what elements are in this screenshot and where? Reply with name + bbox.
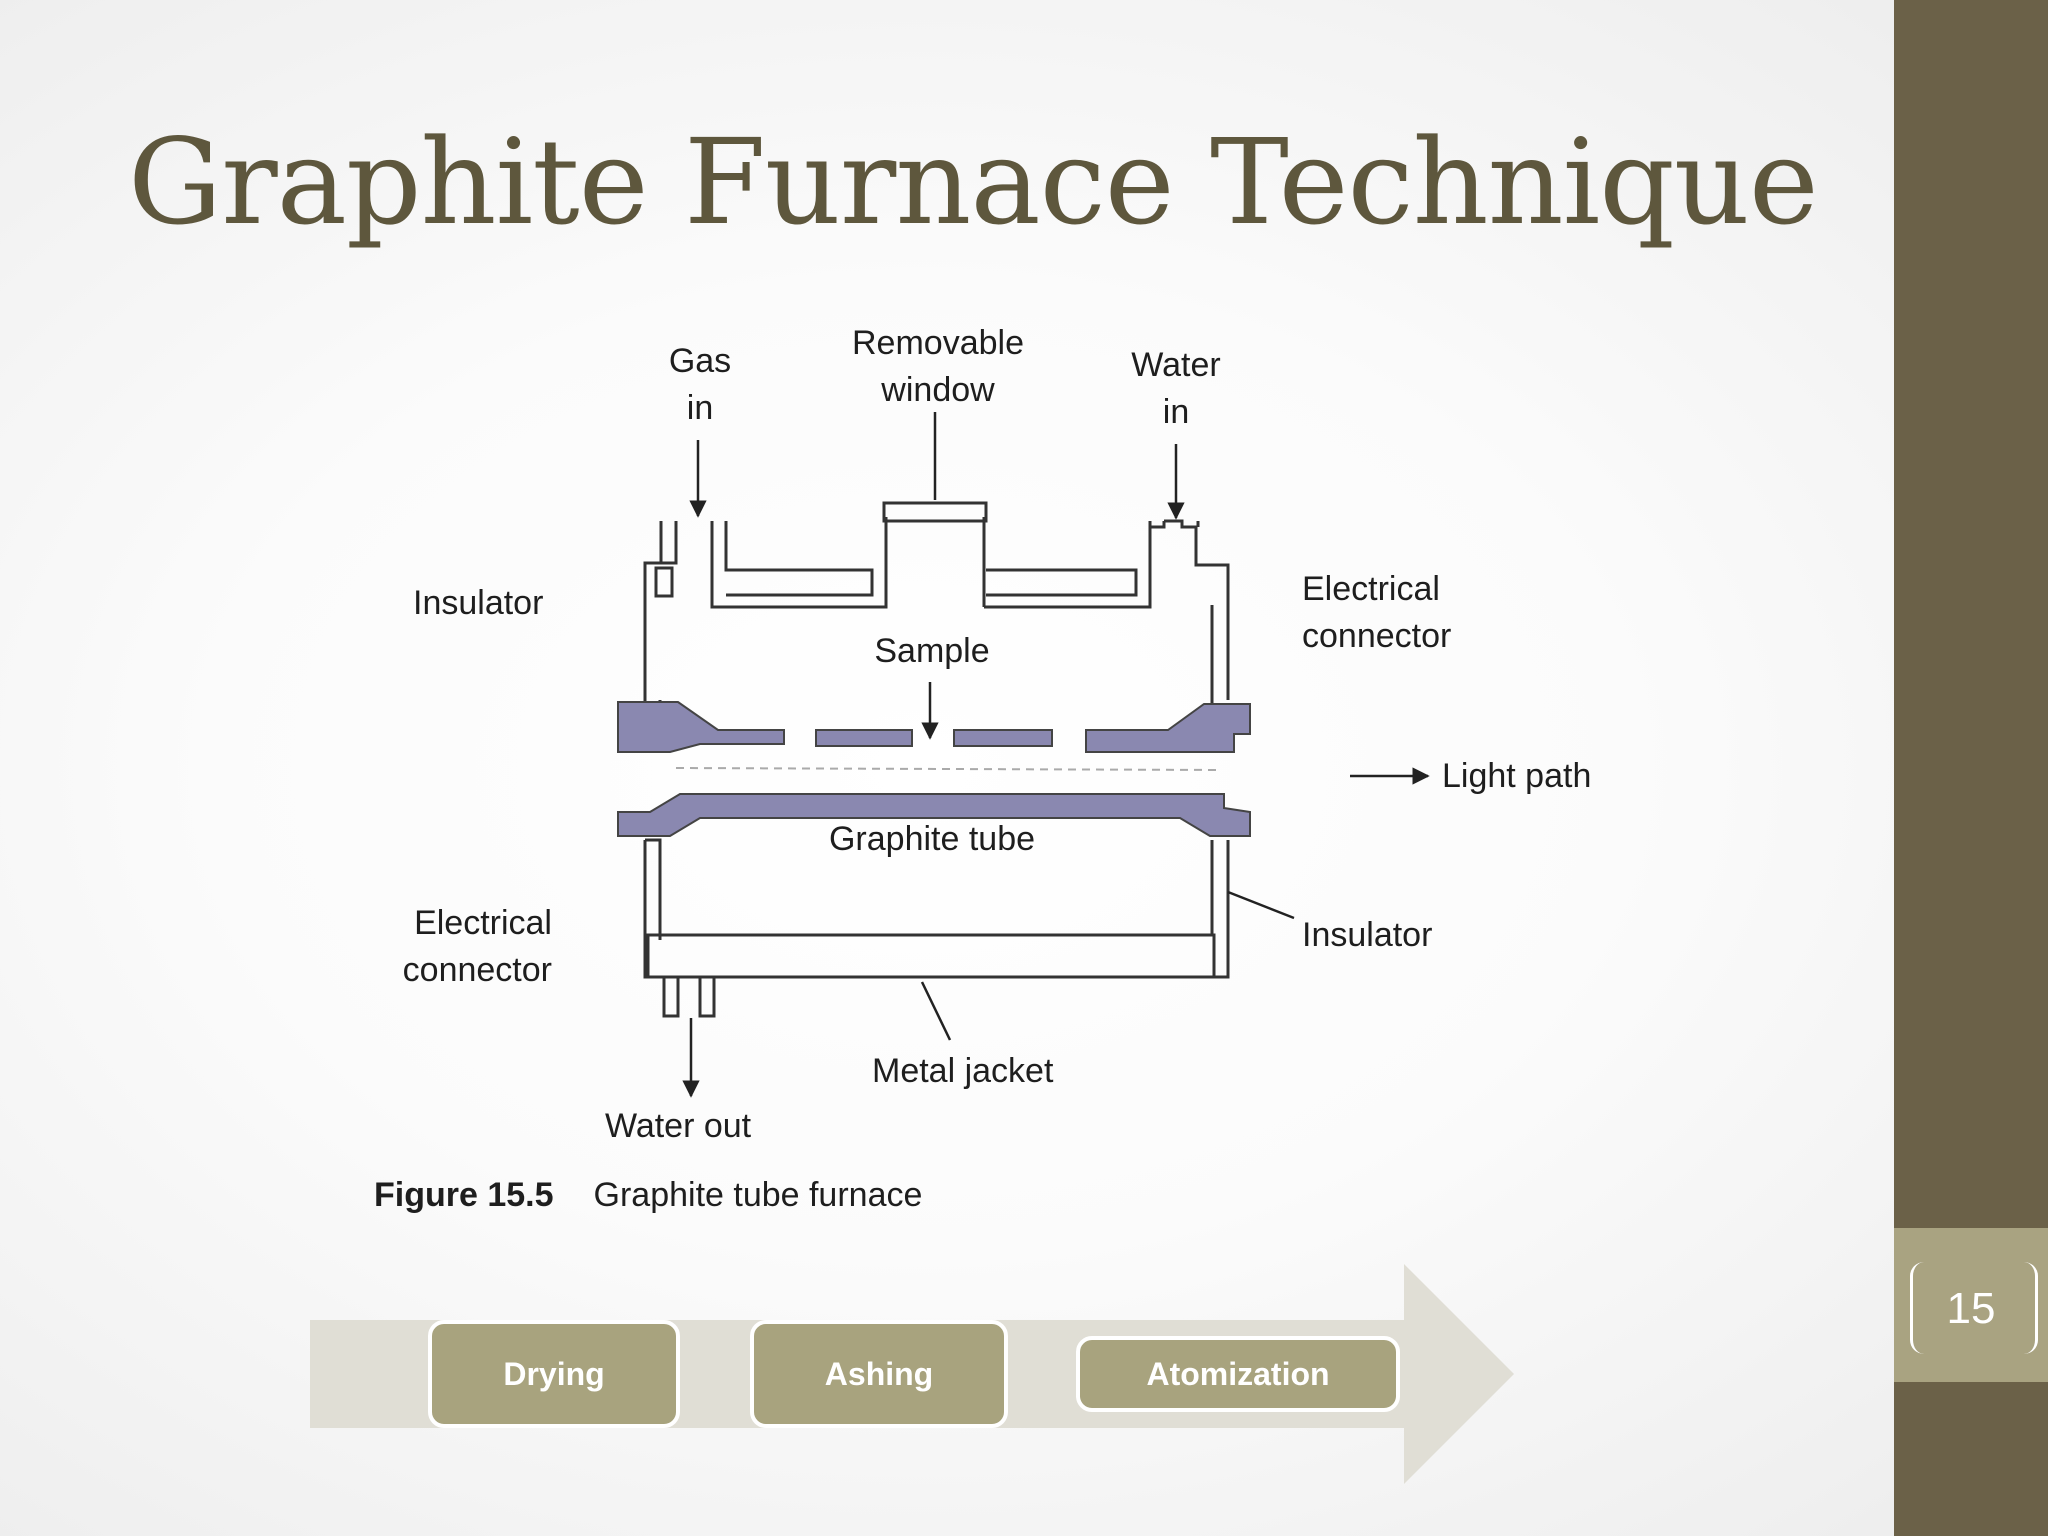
figure-caption: Figure 15.5 Graphite tube furnace [374, 1176, 922, 1215]
metal-jacket-leader [920, 981, 952, 1041]
upper-jacket-left [710, 517, 888, 609]
graphite-tube-upper-right [1085, 703, 1251, 753]
water-outlet [698, 977, 716, 1018]
page-number: 15 [1946, 1284, 1996, 1333]
metal-jacket-chamber [646, 933, 1216, 979]
gas-inlet-block [654, 566, 674, 598]
label-electrical-connector-left: Electrical connector [402, 904, 552, 989]
water-inlet [1148, 519, 1230, 700]
label-removable-window: Removable window [852, 324, 1024, 409]
label-metal-jacket: Metal jacket [872, 1052, 1054, 1090]
graphite-tube-lower [617, 793, 1251, 837]
caption-text: Graphite tube furnace [593, 1176, 923, 1214]
label-gas-in: Gas in [668, 342, 732, 427]
label-light-path: Light path [1442, 757, 1592, 795]
removable-window [882, 501, 988, 523]
slide-title: Graphite Furnace Technique [128, 113, 1819, 251]
label-electrical-connector-right: Electrical connector [1302, 570, 1452, 655]
graphite-tube-upper-left [617, 701, 785, 753]
caption-number: Figure 15.5 [374, 1176, 554, 1214]
stage-atomization: Atomization [1076, 1336, 1400, 1412]
label-insulator-left: Insulator [413, 584, 544, 622]
page-number-box [1894, 1228, 2048, 1382]
stage-ashing: Ashing [750, 1320, 1008, 1428]
left-lower-wall [643, 838, 680, 1018]
window-housing [884, 517, 986, 607]
graphite-tube-upper-seg1 [815, 729, 913, 747]
label-insulator-right: Insulator [1302, 916, 1433, 954]
left-upper-wall [643, 521, 678, 700]
label-graphite-tube: Graphite tube [828, 820, 1036, 858]
insulator-leader [1227, 890, 1295, 920]
label-water-in: Water in [1131, 346, 1221, 431]
label-sample: Sample [874, 632, 990, 670]
page-number-bracket [1910, 1262, 2038, 1354]
stage-drying: Drying [428, 1320, 680, 1428]
light-path-line [675, 767, 1221, 771]
label-water-out: Water out [605, 1107, 752, 1145]
graphite-tube-upper-seg2 [953, 729, 1053, 747]
